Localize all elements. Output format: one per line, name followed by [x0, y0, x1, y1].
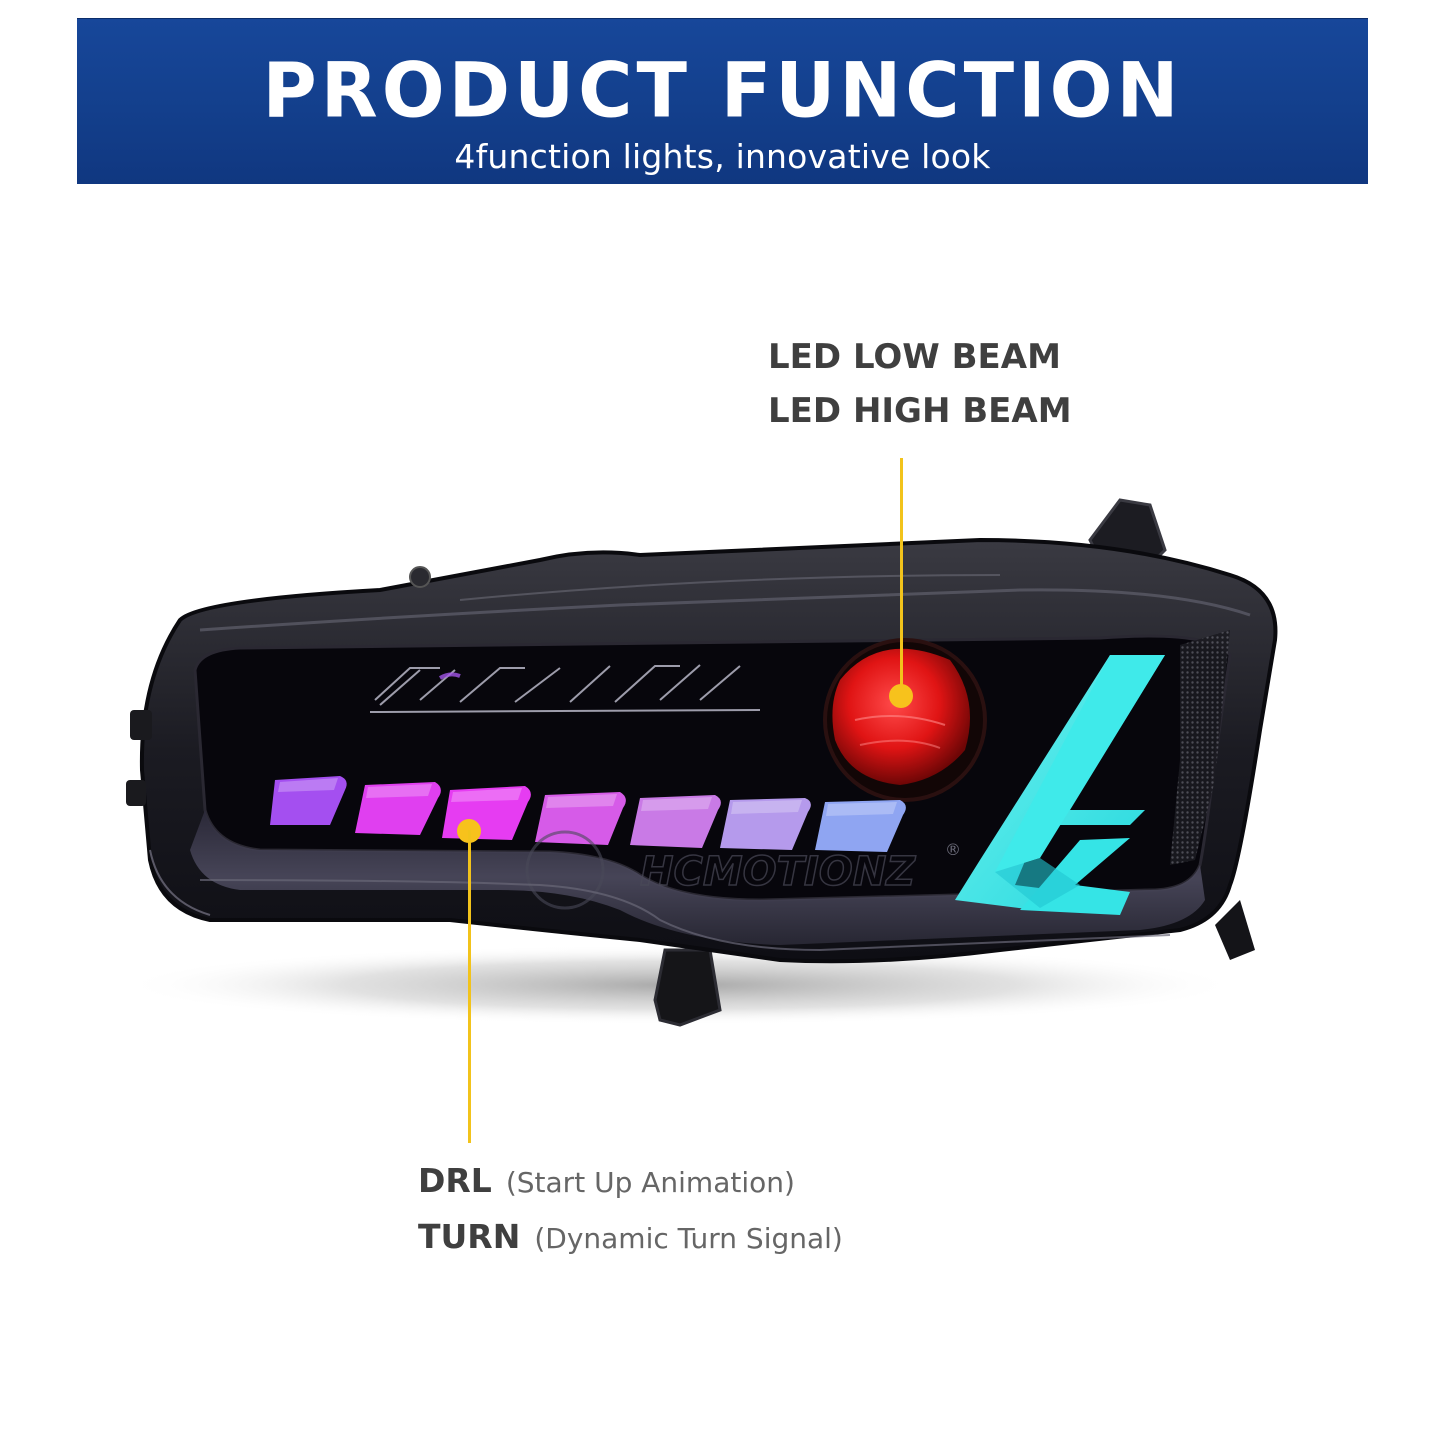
watermark-text: HCMOTIONZ [640, 849, 916, 895]
high-beam-label: LED HIGH BEAM [768, 391, 1072, 431]
drl-callout-line [468, 830, 471, 1143]
low-beam-label: LED LOW BEAM [768, 337, 1061, 377]
beam-callout-dot [889, 684, 913, 708]
turn-label: TURN (Dynamic Turn Signal) [418, 1220, 843, 1253]
beam-callout-line [900, 458, 903, 694]
turn-detail: (Dynamic Turn Signal) [534, 1222, 843, 1255]
drl-detail: (Start Up Animation) [505, 1166, 795, 1199]
turn-title: TURN [418, 1217, 521, 1256]
registered-mark: ® [945, 840, 961, 859]
header-banner: PRODUCT FUNCTION 4function lights, innov… [77, 18, 1368, 184]
page-title: PRODUCT FUNCTION [262, 47, 1183, 135]
headlight-product-image: HCMOTIONZ ® [120, 480, 1330, 1060]
beam-label: LED LOW BEAM LED HIGH BEAM [768, 340, 1072, 428]
drl-title: DRL [418, 1161, 492, 1200]
page-subtitle: 4function lights, innovative look [454, 137, 991, 176]
drl-label: DRL (Start Up Animation) [418, 1164, 795, 1197]
